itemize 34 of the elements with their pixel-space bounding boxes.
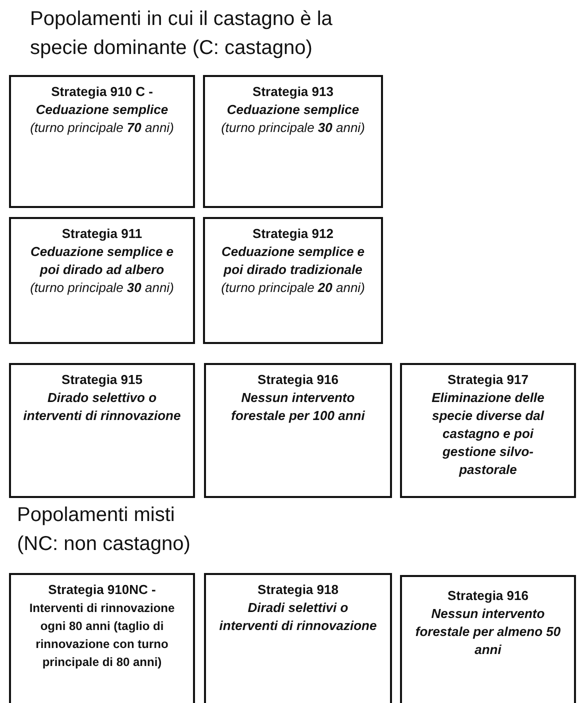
- strategy-box: [400, 363, 576, 498]
- strategy-box: [9, 363, 195, 498]
- strategy-title: Strategia 910NC -: [47, 581, 157, 599]
- strategy-box: [9, 75, 195, 208]
- strategy-box: [400, 575, 576, 703]
- strategy-box: [204, 363, 392, 498]
- strategy-title: Strategia 910 C -: [50, 83, 154, 101]
- strategy-description: Diradi selettivi o interventi di rinnovazione: [218, 599, 378, 635]
- strategy-description: Ceduazione semplice: [226, 101, 360, 119]
- strategy-description: Eliminazione delle specie diverse dal castagno e poi gestione silvo-pastorale: [430, 389, 546, 479]
- strategy-title: Strategia 918: [256, 581, 340, 599]
- strategy-description: Dirado selettivo o interventi di rinnovazione: [23, 389, 181, 425]
- strategy-title: Strategia 916: [256, 371, 340, 389]
- strategy-box: [9, 217, 195, 344]
- rotation-note: (turno principale 30 anni): [29, 279, 175, 297]
- strategy-description: Nessun intervento forestale per almeno 50 anni: [414, 605, 562, 659]
- strategy-title: Strategia 915: [60, 371, 144, 389]
- strategy-description: Interventi di rinnovazione ogni 80 anni (taglio di rinnovazione con turno principale di 80 anni): [28, 600, 176, 671]
- strategy-box: [203, 75, 383, 208]
- strategy-box: [203, 217, 383, 344]
- strategy-title: Strategia 917: [446, 371, 530, 389]
- section-heading: Popolamenti misti (NC: non castagno): [17, 503, 192, 557]
- rotation-note: (turno principale 20 anni): [220, 279, 366, 297]
- strategy-description: Nessun intervento forestale per 100 anni: [230, 389, 366, 425]
- strategy-box: [204, 573, 392, 703]
- strategy-title: Strategia 911: [60, 225, 144, 243]
- strategy-box: [9, 573, 195, 703]
- strategy-title: Strategia 916: [446, 587, 530, 605]
- strategy-title: Strategia 912: [252, 225, 334, 243]
- strategy-title: Strategia 913: [252, 83, 334, 101]
- rotation-note: (turno principale 70 anni): [29, 119, 175, 137]
- rotation-note: (turno principale 30 anni): [220, 119, 366, 137]
- section-heading: Popolamenti in cui il castagno è la specie dominante (C: castagno): [30, 7, 334, 61]
- strategy-description: Ceduazione semplice: [34, 101, 170, 119]
